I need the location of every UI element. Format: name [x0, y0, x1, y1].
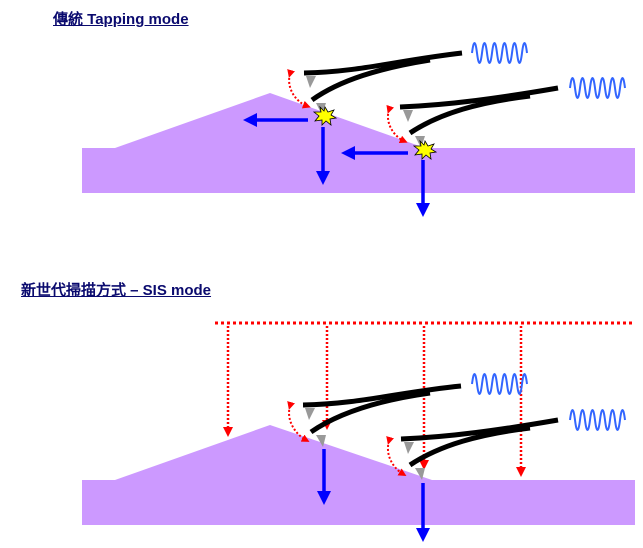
probe-2: [341, 77, 626, 217]
sample-substrate: [82, 425, 635, 525]
cantilever-upper: [302, 383, 462, 408]
probe-1: [243, 42, 528, 185]
sis-mode-panel: [82, 321, 635, 542]
tip-raised: [404, 442, 414, 454]
probe-2: [386, 409, 626, 542]
sis-mode-title: 新世代掃描方式 – SIS mode: [21, 282, 212, 299]
oscillation-wave-icon: [471, 373, 528, 395]
cantilever-upper: [303, 50, 463, 76]
tip-contact: [415, 468, 425, 480]
tip-motion-arrow: [287, 69, 311, 109]
cantilever-lower: [309, 390, 431, 435]
oscillation-wave-icon: [569, 409, 626, 431]
oscillation-wave-icon: [569, 77, 626, 99]
oscillation-wave-icon: [471, 42, 528, 64]
cantilever-lower: [408, 93, 531, 136]
tapping-mode-title: 傳統 Tapping mode: [53, 11, 189, 28]
sample-substrate: [82, 93, 635, 193]
cantilever-upper: [399, 85, 559, 110]
probe-1: [287, 373, 528, 505]
tip-raised: [306, 76, 316, 88]
tip-contact: [316, 435, 326, 447]
tip-motion-arrow: [287, 401, 310, 442]
cantilever-lower: [408, 425, 531, 468]
cantilever-upper: [400, 417, 559, 442]
tip-raised: [403, 110, 413, 122]
cantilever-lower: [310, 57, 431, 103]
tip-raised: [305, 408, 315, 420]
tapping-mode-panel: [82, 42, 635, 217]
